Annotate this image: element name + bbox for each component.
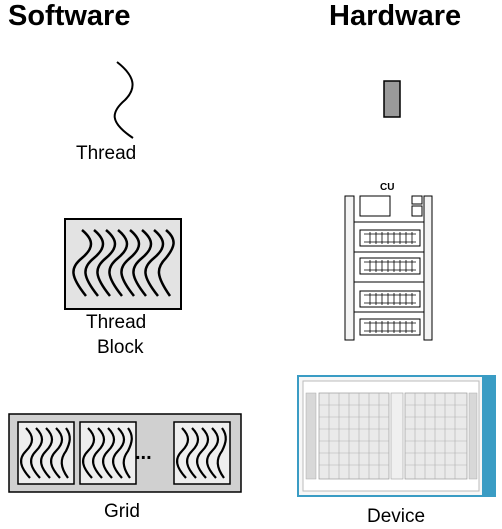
- thread-squiggle-icon: [113, 61, 134, 139]
- simd-lanes: [364, 232, 416, 333]
- software-heading: Software: [8, 0, 131, 32]
- device-label: Device: [367, 506, 426, 527]
- device-die-diagram: [297, 375, 496, 497]
- compute-unit-diagram: [344, 195, 433, 341]
- thread-block-label-line1: Thread: [86, 312, 147, 333]
- grid-ellipsis: ...: [135, 442, 152, 464]
- thread-block-label-line2: Block: [97, 337, 144, 358]
- device-compute-arrays: [318, 392, 468, 480]
- thread-block-squiggles: [72, 229, 175, 297]
- grid-block-3: [173, 421, 231, 485]
- grid-block-2: [79, 421, 137, 485]
- grid-diagram: [8, 413, 242, 493]
- device-cu-grid: [319, 393, 467, 479]
- cu-label: CU: [380, 182, 395, 193]
- grid-block-1: [17, 421, 75, 485]
- thread-label: Thread: [76, 143, 137, 164]
- thread-block-diagram: [64, 218, 182, 310]
- processor-core-icon: [383, 80, 401, 118]
- grid-label: Grid: [104, 501, 140, 522]
- hardware-heading: Hardware: [329, 0, 462, 32]
